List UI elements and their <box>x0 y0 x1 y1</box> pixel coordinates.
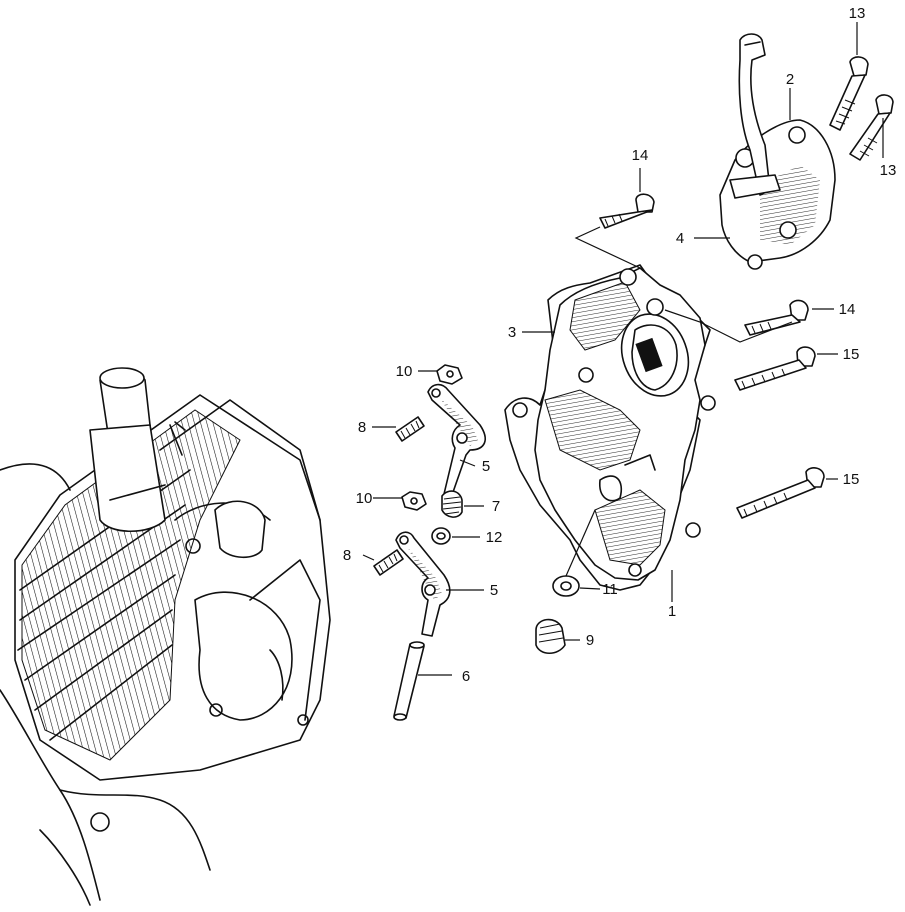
callout-5-lower: 5 <box>490 582 498 599</box>
callout-12: 12 <box>486 529 503 546</box>
lever-4 <box>729 33 781 199</box>
leader-lines <box>362 22 884 676</box>
nut-10-lower <box>401 491 427 511</box>
callout-8-lower: 8 <box>343 547 351 564</box>
engine-cylinder-block <box>0 367 331 906</box>
callout-15-lower: 15 <box>843 471 860 488</box>
bolt-13-top <box>829 56 869 131</box>
callout-6: 6 <box>462 668 470 685</box>
callout-1: 1 <box>668 603 676 620</box>
screw-8-upper <box>395 416 425 442</box>
bolt-13-right <box>849 94 894 161</box>
bolt-14-upper <box>599 193 655 229</box>
washer-11 <box>552 575 580 597</box>
callout-14-right: 14 <box>839 301 856 318</box>
callout-3: 3 <box>508 324 516 341</box>
housing-1 <box>512 267 716 581</box>
screw-8-lower <box>373 549 404 576</box>
callout-4: 4 <box>676 230 684 247</box>
callout-8-upper: 8 <box>358 419 366 436</box>
callout-14-upper: 14 <box>632 147 649 164</box>
bolt-9 <box>535 618 566 655</box>
callout-11: 11 <box>602 581 618 598</box>
callout-10-upper: 10 <box>396 363 413 380</box>
callout-5-upper: 5 <box>482 458 490 475</box>
callout-9: 9 <box>586 632 594 649</box>
lever-5-lower <box>395 531 451 637</box>
callout-13-right: 13 <box>880 162 897 179</box>
callout-15-upper: 15 <box>843 346 860 363</box>
callout-7: 7 <box>492 498 500 515</box>
callout-2: 2 <box>786 71 794 88</box>
nut-10-upper <box>436 364 463 385</box>
callout-13-top: 13 <box>849 5 866 22</box>
bolt-14-right <box>744 299 809 336</box>
washer-12 <box>431 527 451 545</box>
bolt-15-upper <box>734 346 816 391</box>
callout-10-lower: 10 <box>356 490 373 507</box>
callout-labels: 13 2 13 14 4 14 15 15 3 10 8 5 10 7 12 8… <box>343 5 897 685</box>
pin-6 <box>393 641 425 721</box>
lever-5-upper <box>427 383 486 496</box>
bolt-15-lower <box>736 467 825 519</box>
spring-7 <box>441 490 463 518</box>
